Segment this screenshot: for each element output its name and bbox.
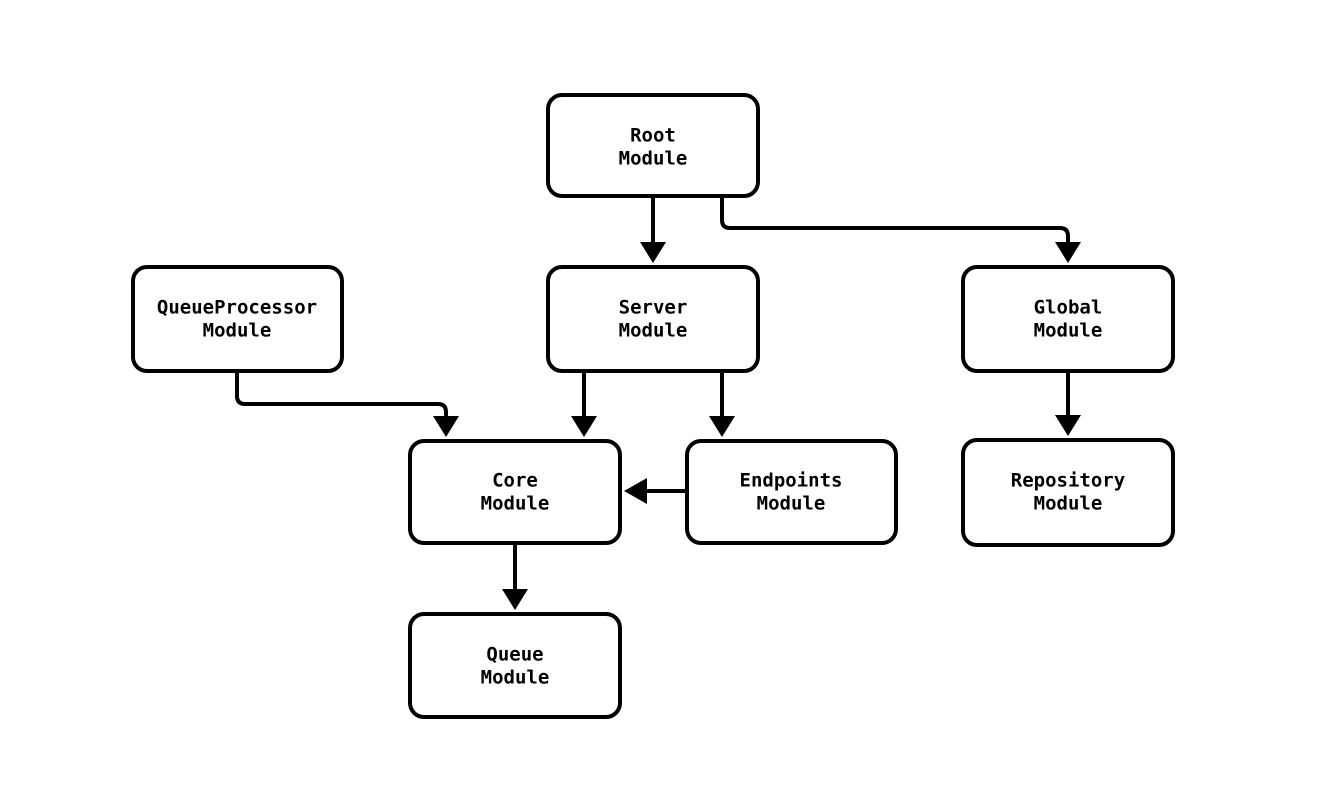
edge-server-to-core-arrowhead (571, 416, 597, 437)
node-server-module-label-line2: Module (619, 320, 688, 342)
edge-root-to-server-arrowhead (640, 242, 666, 263)
node-global-module-label-line1: Global (1034, 297, 1103, 319)
edge-global-to-repository-arrowhead (1055, 415, 1081, 436)
node-queueprocessor-module-label-line1: QueueProcessor (157, 297, 317, 319)
edge-queueprocessor-to-core-line (235, 371, 448, 418)
edge-root-to-global-arrowhead (1055, 242, 1081, 263)
edge-server-to-endpoints-arrowhead (709, 416, 735, 437)
node-queue-module-box[interactable] (408, 612, 622, 719)
node-root-module[interactable]: Root Module (546, 93, 760, 198)
node-core-module[interactable]: Core Module (408, 439, 622, 545)
edge-endpoints-to-core-arrowhead (624, 478, 647, 504)
node-core-module-box[interactable] (408, 439, 622, 545)
node-repository-module-label-line1: Repository (1011, 470, 1125, 492)
node-server-module-box[interactable] (546, 265, 760, 373)
node-endpoints-module-label-line1: Endpoints (740, 470, 843, 492)
node-queue-module-label-line2: Module (481, 667, 550, 689)
node-queueprocessor-module[interactable]: QueueProcessor Module (131, 265, 344, 373)
edge-queueprocessor-to-core (235, 371, 459, 437)
node-root-module-label-line2: Module (619, 148, 688, 170)
edge-core-to-queue (502, 543, 528, 610)
edge-global-to-repository (1055, 371, 1081, 436)
edge-root-to-server (640, 196, 666, 263)
node-queue-module-label-line1: Queue (486, 644, 543, 666)
node-root-module-box[interactable] (546, 93, 760, 198)
node-core-module-label-line2: Module (481, 493, 550, 515)
node-global-module-box[interactable] (961, 265, 1175, 373)
node-global-module-label-line2: Module (1034, 320, 1103, 342)
node-repository-module-box[interactable] (961, 438, 1175, 547)
node-endpoints-module-label-line2: Module (757, 493, 826, 515)
edge-endpoints-to-core (624, 478, 687, 504)
node-server-module[interactable]: Server Module (546, 265, 760, 373)
node-root-module-label-line1: Root (630, 125, 676, 147)
edge-root-to-global (720, 196, 1081, 263)
node-core-module-label-line1: Core (492, 470, 538, 492)
node-endpoints-module[interactable]: Endpoints Module (685, 439, 898, 545)
node-queueprocessor-module-label-line2: Module (203, 320, 272, 342)
edge-core-to-queue-arrowhead (502, 589, 528, 610)
edge-server-to-endpoints (709, 371, 735, 437)
node-queueprocessor-module-box[interactable] (131, 265, 344, 373)
node-repository-module[interactable]: Repository Module (961, 438, 1175, 547)
node-server-module-label-line1: Server (619, 297, 688, 319)
edge-server-to-core (571, 371, 597, 437)
edge-queueprocessor-to-core-arrowhead (433, 416, 459, 437)
node-global-module[interactable]: Global Module (961, 265, 1175, 373)
node-endpoints-module-box[interactable] (685, 439, 898, 545)
node-queue-module[interactable]: Queue Module (408, 612, 622, 719)
node-repository-module-label-line2: Module (1034, 493, 1103, 515)
edge-root-to-global-line (720, 196, 1070, 244)
